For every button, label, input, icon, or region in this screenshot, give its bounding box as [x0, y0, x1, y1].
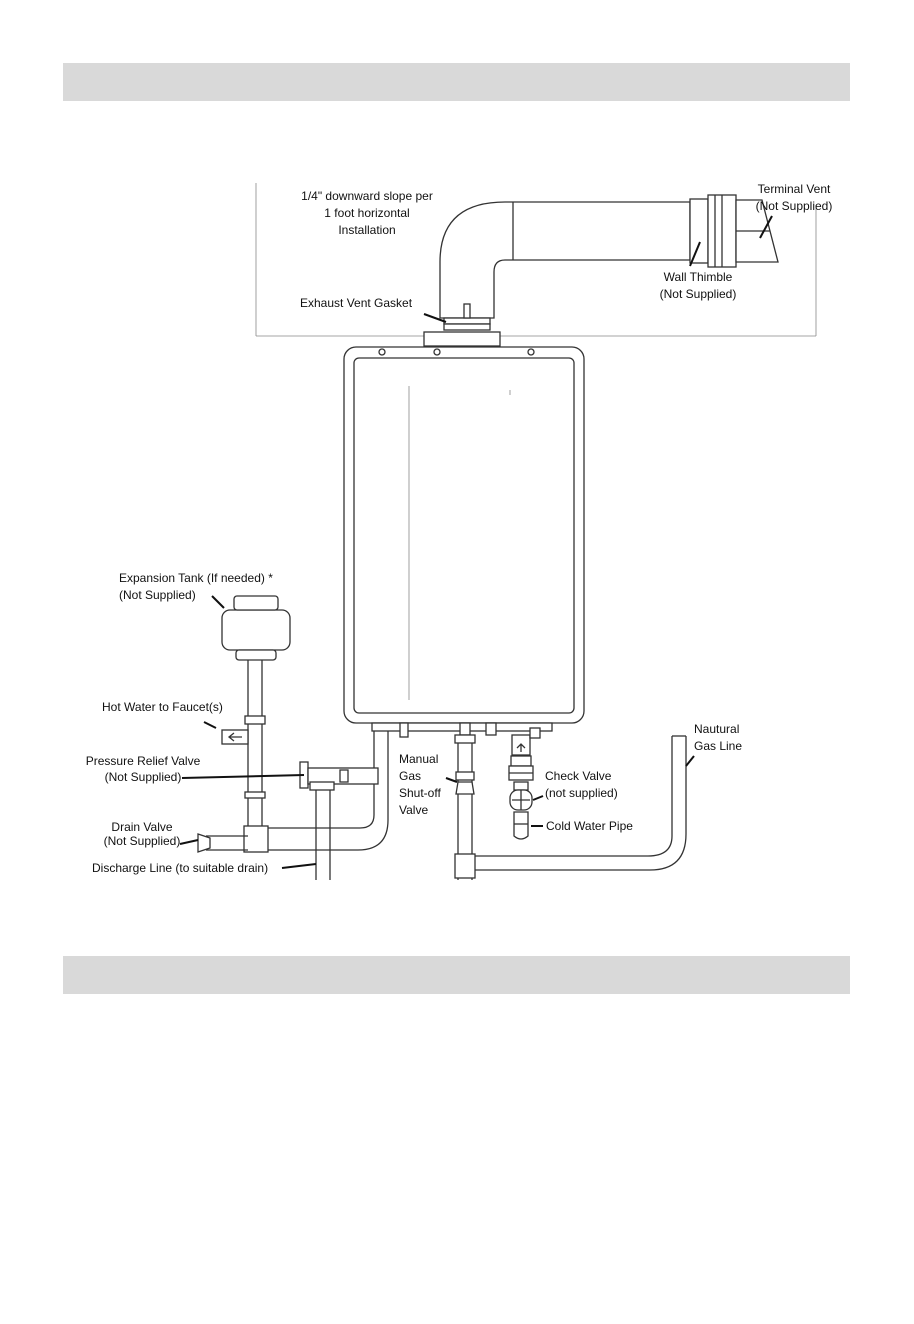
- expansion-tank-label-line-2: (Not Supplied): [119, 588, 196, 602]
- terminal-vent-label: Terminal Vent (Not Supplied): [756, 182, 833, 213]
- expansion-tank-label-line-1: Expansion Tank (If needed) *: [119, 571, 273, 585]
- cold-water-pipe: [513, 811, 529, 840]
- water-heater-cabinet: [343, 346, 585, 724]
- wall-thimble: [689, 194, 737, 268]
- exhaust-vent-pipe: [439, 201, 691, 319]
- cold-water-inlet: [508, 727, 541, 781]
- manual-gas-label-line-3: Shut-off: [399, 786, 441, 800]
- cold-water-pipe-label: Cold Water Pipe: [546, 819, 633, 833]
- terminal-vent-label-line-2: (Not Supplied): [756, 199, 833, 213]
- leader-lines: [179, 215, 773, 869]
- gas-line-label-line-2: Gas Line: [694, 739, 742, 753]
- drain-valve-label-line-2: (Not Supplied): [104, 834, 181, 848]
- pressure-relief-valve-label-line-1: Pressure Relief Valve: [86, 754, 201, 768]
- discharge-line: [315, 790, 331, 880]
- manual-gas-label-line-1: Manual: [399, 752, 438, 766]
- slope-label: 1/4" downward slope per 1 foot horizonta…: [301, 189, 433, 237]
- wall-thimble-label-line-2: (Not Supplied): [660, 287, 737, 301]
- gas-line-label: Nautural Gas Line: [694, 722, 742, 753]
- pressure-relief-valve-label: Pressure Relief Valve (Not Supplied): [86, 754, 201, 784]
- vent-frame-lines: [255, 183, 817, 337]
- check-valve: [509, 781, 533, 811]
- wall-thimble-label: Wall Thimble (Not Supplied): [660, 270, 737, 301]
- drain-line: [197, 833, 248, 853]
- natural-gas-line: [475, 735, 687, 871]
- check-valve-label-line-2: (not supplied): [545, 786, 618, 800]
- manual-gas-shutoff-label: Manual Gas Shut-off Valve: [399, 752, 441, 817]
- wall-thimble-label-line-1: Wall Thimble: [664, 270, 733, 284]
- check-valve-label-line-1: Check Valve: [545, 769, 612, 783]
- expansion-tank: [221, 595, 291, 661]
- slope-label-line-3: Installation: [338, 223, 395, 237]
- hot-water-label: Hot Water to Faucet(s): [102, 700, 223, 714]
- manual-gas-label-line-4: Valve: [399, 803, 428, 817]
- slope-label-line-2: 1 foot horizontal: [324, 206, 409, 220]
- hot-water-faucet-branch: [221, 729, 249, 745]
- section-header-bar-bottom: [63, 956, 850, 994]
- section-header-bar-top: [63, 63, 850, 101]
- drain-valve-label: Drain Valve (Not Supplied): [104, 820, 181, 848]
- gas-line-label-line-1: Nautural: [694, 722, 739, 736]
- check-valve-label: Check Valve (not supplied): [545, 769, 618, 800]
- discharge-line-label: Discharge Line (to suitable drain): [92, 861, 268, 875]
- hot-water-outlet-pipe: [268, 731, 389, 851]
- manual-gas-shutoff-valve: [455, 771, 475, 795]
- pressure-relief-valve-label-line-2: (Not Supplied): [105, 770, 182, 784]
- manual-gas-label-line-2: Gas: [399, 769, 421, 783]
- exhaust-vent-gasket-label: Exhaust Vent Gasket: [300, 296, 413, 310]
- expansion-tank-label: Expansion Tank (If needed) * (Not Suppli…: [119, 571, 273, 602]
- terminal-vent-label-line-1: Terminal Vent: [758, 182, 831, 196]
- slope-label-line-1: 1/4" downward slope per: [301, 189, 433, 203]
- pressure-relief-valve: [299, 761, 379, 791]
- hot-water-riser: [243, 660, 269, 853]
- exhaust-vent-gasket: [423, 303, 501, 347]
- drain-valve-label-line-1: Drain Valve: [111, 820, 172, 834]
- heater-bottom-connections: [371, 722, 553, 738]
- gas-supply-pipe: [454, 734, 476, 880]
